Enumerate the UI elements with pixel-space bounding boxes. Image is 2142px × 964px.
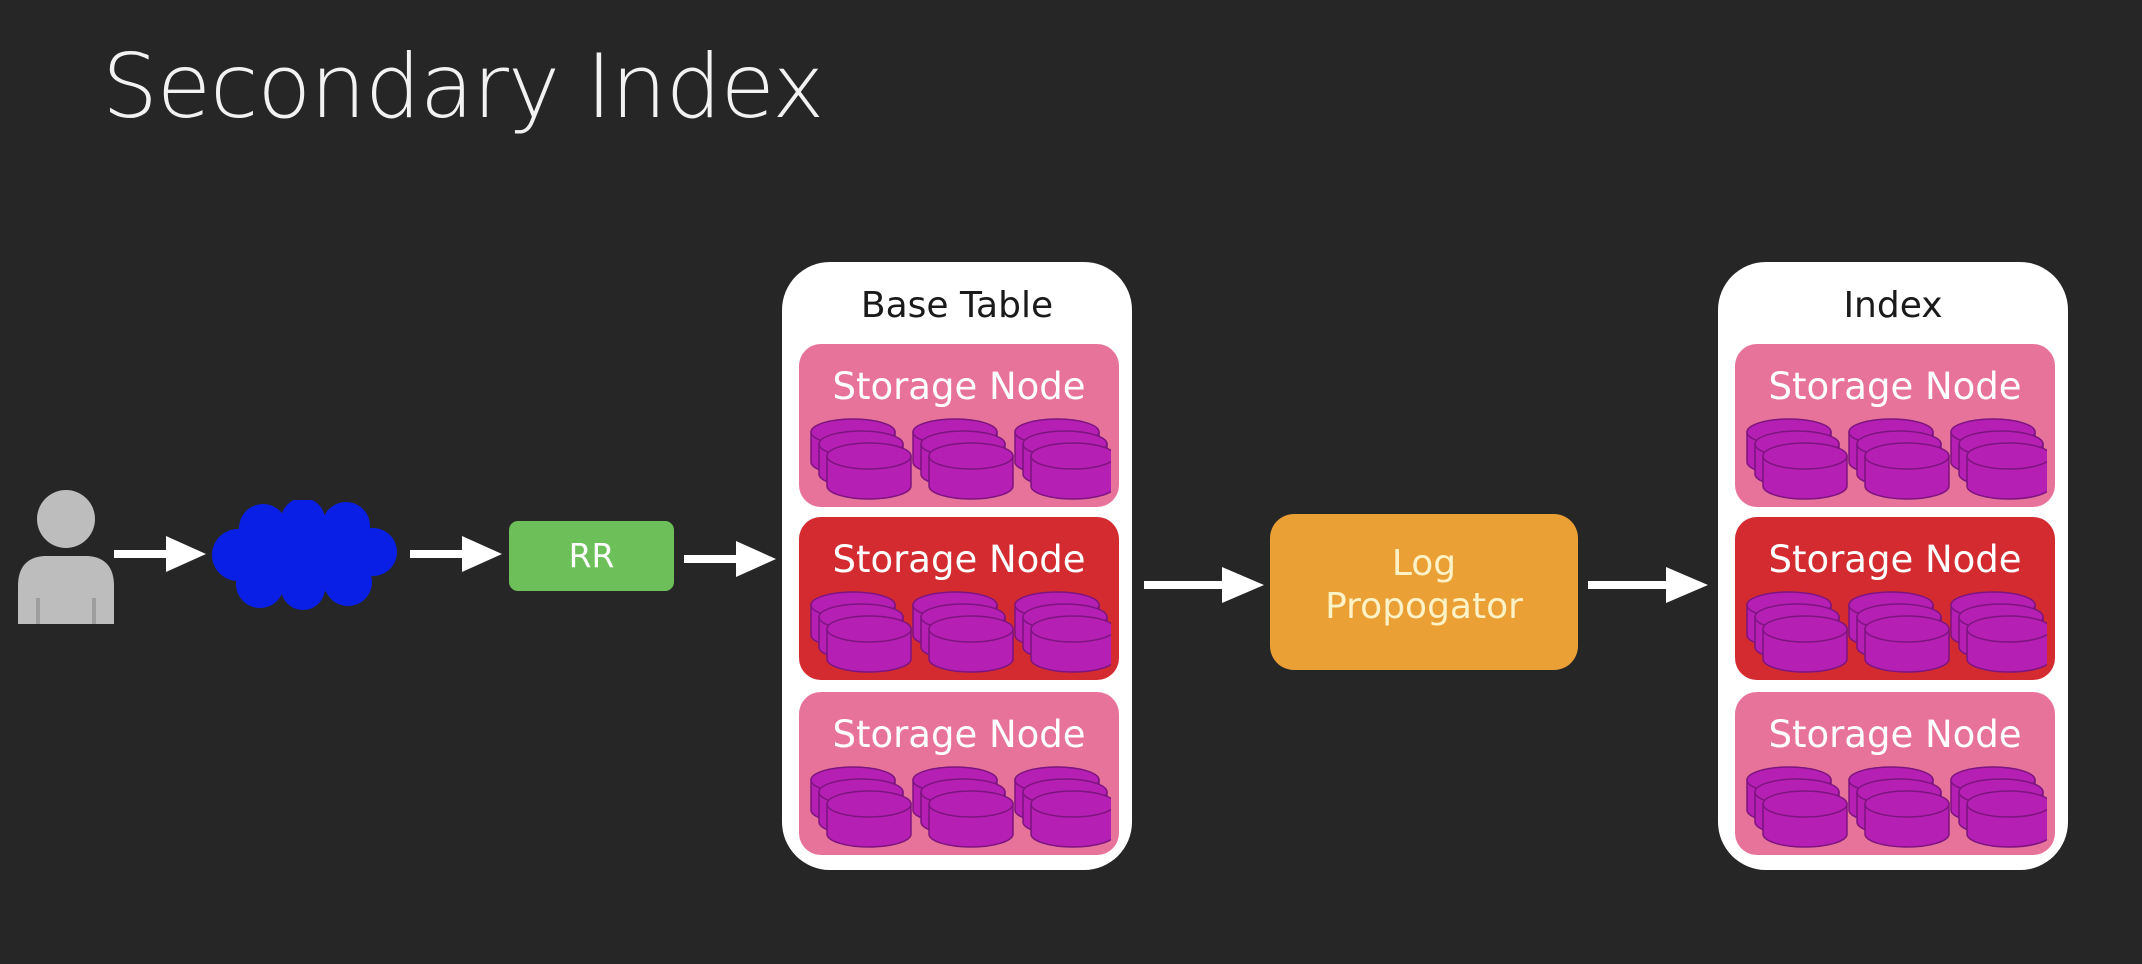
storage-node-label: Storage Node	[832, 713, 1086, 756]
storage-node-label: Storage Node	[1768, 538, 2022, 581]
index-storage-node-3: Storage Node	[1735, 692, 2055, 855]
storage-node-label: Storage Node	[1768, 365, 2022, 408]
index-container: Index Storage Node Storage Node Storage …	[1718, 262, 2068, 870]
arrow-rr-to-base-table	[684, 541, 776, 577]
request-router-label: RR	[568, 536, 615, 575]
disk-stack-icon	[1746, 418, 2047, 500]
disk-stack-icon	[810, 766, 1111, 848]
base-table-storage-node-1: Storage Node	[799, 344, 1119, 507]
disk-stack-icon	[1746, 766, 2047, 848]
arrow-user-to-cloud	[114, 536, 206, 572]
arrow-cloud-to-rr	[410, 536, 502, 572]
base-table-storage-node-2: Storage Node	[799, 517, 1119, 680]
arrow-log-to-index	[1588, 567, 1708, 603]
base-table-container: Base Table Storage Node Storage Node Sto…	[782, 262, 1132, 870]
storage-node-label: Storage Node	[832, 365, 1086, 408]
disk-stack-icon	[1746, 591, 2047, 673]
user-icon	[18, 490, 114, 624]
index-storage-node-1: Storage Node	[1735, 344, 2055, 507]
index-label: Index	[1843, 285, 1943, 326]
disk-stack-icon	[810, 591, 1111, 673]
arrow-base-table-to-log	[1144, 567, 1264, 603]
storage-node-label: Storage Node	[1768, 713, 2022, 756]
base-table-storage-node-3: Storage Node	[799, 692, 1119, 855]
request-router: RR	[509, 521, 674, 591]
base-table-label: Base Table	[860, 285, 1054, 326]
index-storage-node-2: Storage Node	[1735, 517, 2055, 680]
slide-title: Secondary Index	[102, 35, 824, 138]
storage-node-label: Storage Node	[832, 538, 1086, 581]
cloud-icon	[212, 500, 397, 610]
disk-stack-icon	[810, 418, 1111, 500]
